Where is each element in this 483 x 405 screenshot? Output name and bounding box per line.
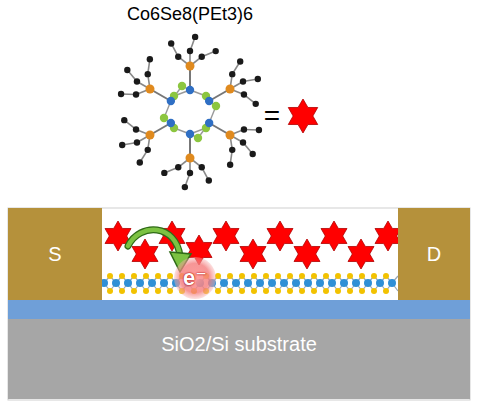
cluster-stars	[105, 221, 401, 269]
source-electrode: S	[8, 208, 102, 300]
node-text: e⁻	[183, 265, 207, 291]
substrate-band: SiO2/Si substrate	[8, 319, 470, 399]
star-symbol	[288, 99, 317, 133]
device-frame	[8, 208, 470, 400]
node-text: SiO2/Si substrate	[161, 333, 317, 356]
equals-sign: =	[264, 100, 280, 132]
formula-title: Co6Se8(PEt3)6	[127, 4, 253, 25]
mos2-layer	[100, 273, 404, 294]
node-text: D	[427, 243, 441, 266]
node-text: S	[48, 243, 61, 266]
electron-circle: e⁻	[173, 256, 217, 300]
drain-electrode: D	[398, 208, 470, 300]
cluster-molecule	[118, 34, 262, 191]
oxide-layer	[8, 300, 470, 319]
